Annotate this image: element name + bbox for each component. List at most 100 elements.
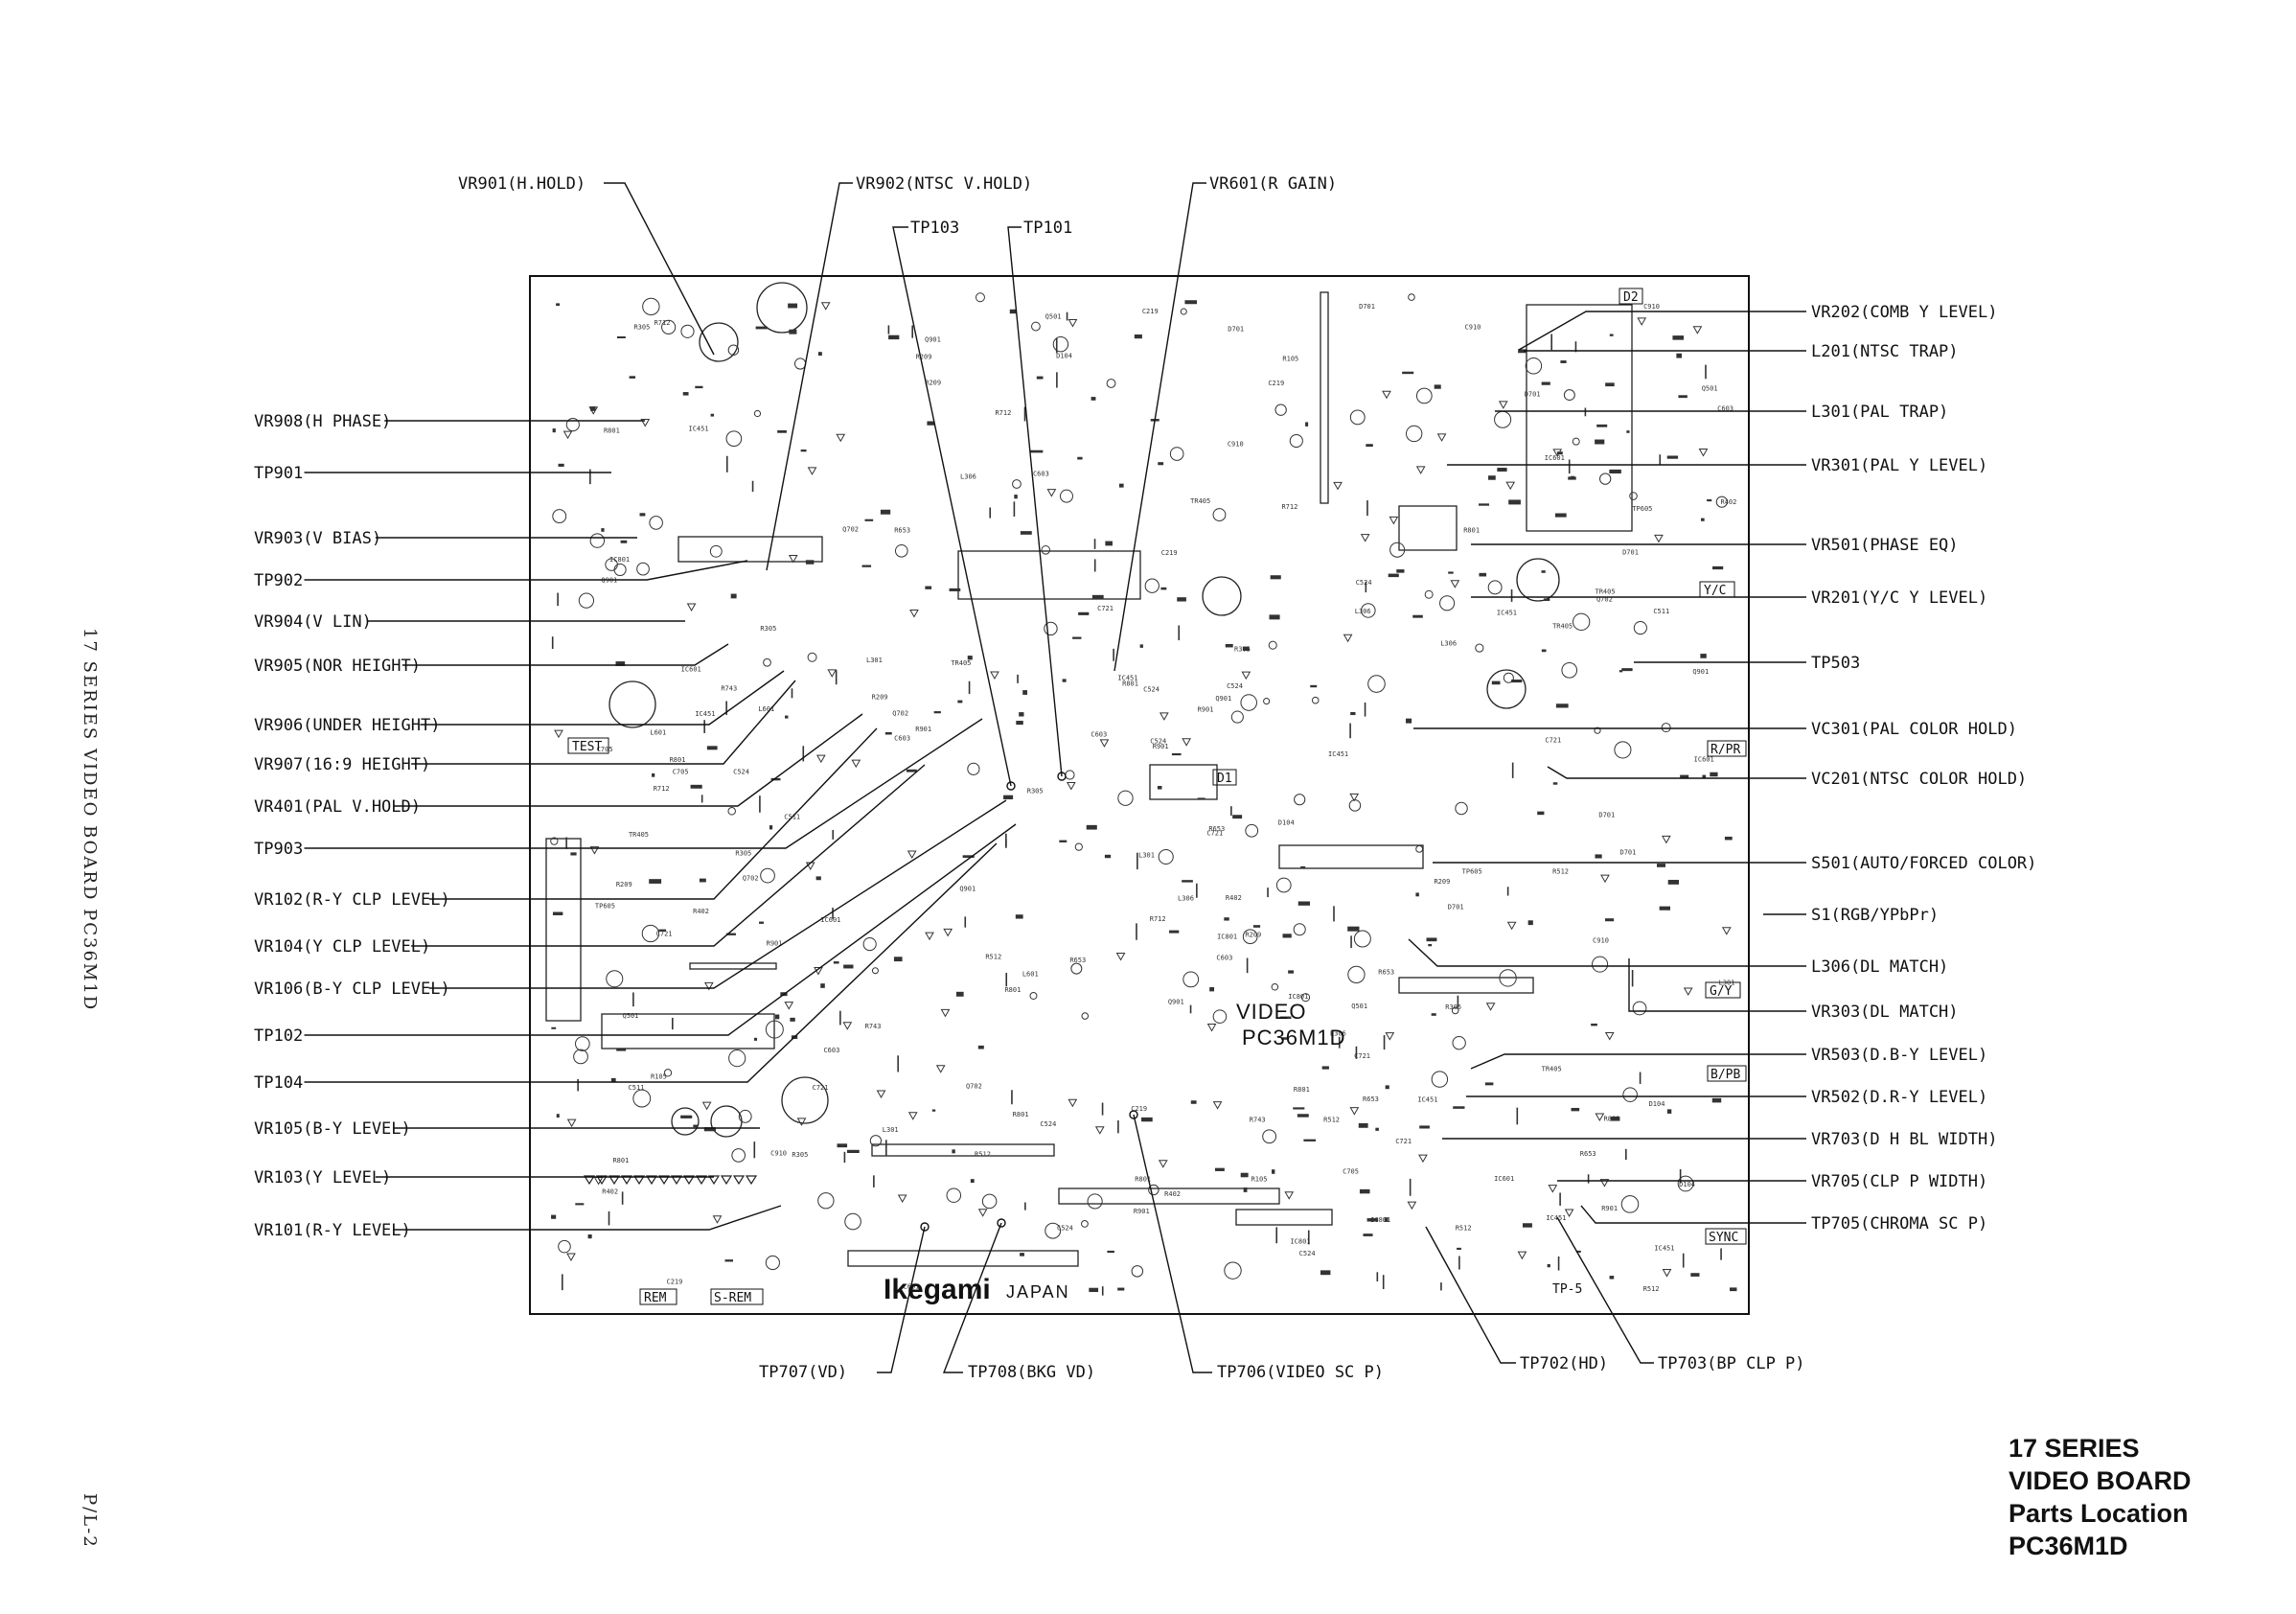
- smd-82: [1415, 892, 1419, 897]
- smd-166: [695, 385, 703, 389]
- leader-vr102: [428, 727, 878, 900]
- diode-185: [1333, 481, 1343, 491]
- smd-339: [1431, 1013, 1436, 1016]
- ref-designator: C705: [673, 769, 689, 776]
- smd-183: [1518, 349, 1527, 354]
- smd-471: [970, 1179, 975, 1184]
- diode-300: [796, 1118, 807, 1126]
- smd-141: [1541, 381, 1550, 385]
- maker-logo: Ikegami: [884, 1274, 991, 1305]
- smd-153: [1385, 1085, 1389, 1090]
- ic-12: [689, 962, 777, 970]
- smd-51: [1609, 334, 1614, 336]
- cap-10: [613, 563, 627, 576]
- diode-row-11: [720, 1175, 733, 1186]
- ref-designator: R801: [1013, 1111, 1029, 1118]
- smd-53: [777, 429, 787, 433]
- ref-designator: R743: [721, 685, 737, 693]
- smd-352: [1609, 1276, 1615, 1280]
- smd-457: [949, 588, 961, 591]
- smd-224: [1541, 649, 1547, 653]
- callout-vr303: VR303(DL MATCH): [1811, 1003, 1959, 1022]
- diode-177: [589, 846, 600, 855]
- smd-372: [1020, 1253, 1024, 1257]
- smd-452: [967, 656, 973, 660]
- cap-117: [894, 543, 908, 558]
- callout-tp104: TP104: [254, 1073, 303, 1093]
- cap-170: [1240, 694, 1257, 711]
- ref-designator: Q501: [1351, 1003, 1367, 1010]
- leader-tp902: [304, 560, 748, 581]
- smd-76: [552, 428, 556, 433]
- ref-designator: D701: [1359, 303, 1375, 311]
- callout-tp703: TP703(BP CLP P): [1658, 1354, 1805, 1373]
- cap-476: [663, 1069, 673, 1077]
- ref-designator: TR405: [629, 831, 649, 839]
- leader-vr902: [766, 182, 853, 571]
- smd-205: [1619, 670, 1623, 673]
- diode-row-12: [732, 1175, 746, 1186]
- diode-37: [842, 1022, 853, 1030]
- smd-180: [616, 1049, 627, 1051]
- leader-vr907: [411, 680, 796, 765]
- diode-86: [1498, 401, 1508, 409]
- smd-256: [1375, 1127, 1379, 1131]
- cap-158: [1074, 842, 1083, 851]
- smd-354: [805, 560, 815, 565]
- ref-designator: R305: [1445, 1003, 1461, 1011]
- cap-501: [589, 533, 606, 548]
- cap-143: [1294, 794, 1306, 806]
- ic-8: [1526, 304, 1633, 532]
- ref-designator: C721: [1097, 605, 1114, 612]
- diode-479: [907, 850, 917, 860]
- smd-430: [1022, 690, 1028, 695]
- ic-14: [871, 1143, 1055, 1157]
- callout-vr201: VR201(Y/C Y LEVEL): [1811, 588, 1987, 608]
- ref-designator: R801: [670, 756, 686, 764]
- diode-row-6: [657, 1175, 671, 1186]
- smd-444: [755, 326, 768, 330]
- smd-243: [1712, 565, 1724, 570]
- cap-large-1: [699, 322, 739, 362]
- cap-175: [1452, 1035, 1466, 1050]
- callout-vr501: VR501(PHASE EQ): [1811, 536, 1959, 555]
- smd-397: [1107, 1250, 1114, 1254]
- cap-310: [1031, 321, 1041, 332]
- smd-124: [1541, 570, 1546, 573]
- smd-264: [1139, 644, 1143, 648]
- ref-designator: C603: [823, 1047, 839, 1054]
- smd-236: [1554, 513, 1567, 518]
- cap-126: [1431, 1071, 1449, 1088]
- diode-220: [1159, 712, 1169, 721]
- smd-242: [1666, 455, 1679, 459]
- ref-designator: IC451: [695, 710, 715, 718]
- cap-231: [1045, 1222, 1062, 1239]
- smd-195: [1366, 444, 1373, 448]
- diode-row-7: [670, 1175, 683, 1186]
- cap-14: [1044, 621, 1058, 636]
- leader-vr905: [402, 643, 729, 666]
- cap-286: [565, 418, 580, 432]
- ref-designator: IC451: [1497, 609, 1517, 616]
- smd-238: [551, 1026, 557, 1029]
- ref-designator: Q501: [623, 1012, 639, 1020]
- cap-331: [1361, 603, 1376, 618]
- ref-designator: R743: [1250, 1117, 1266, 1124]
- tag-gy: G/Y: [1710, 984, 1733, 999]
- cap-125: [1060, 489, 1073, 503]
- cap-249: [1455, 801, 1468, 816]
- diode-row-13: [745, 1175, 758, 1186]
- cap-127: [1349, 409, 1366, 426]
- smd-12: [615, 661, 626, 666]
- diode-120: [943, 928, 953, 937]
- diode-26: [1360, 534, 1370, 542]
- tp103-dot: [1006, 781, 1016, 791]
- smd-274: [1062, 679, 1067, 682]
- ref-designator: D701: [1622, 549, 1639, 557]
- ref-designator: C524: [1143, 685, 1159, 693]
- callout-vr904: VR904(V LIN): [254, 612, 372, 632]
- smd-181: [1036, 376, 1044, 380]
- ref-designator: IC601: [1694, 755, 1714, 763]
- cap-95: [1367, 675, 1386, 693]
